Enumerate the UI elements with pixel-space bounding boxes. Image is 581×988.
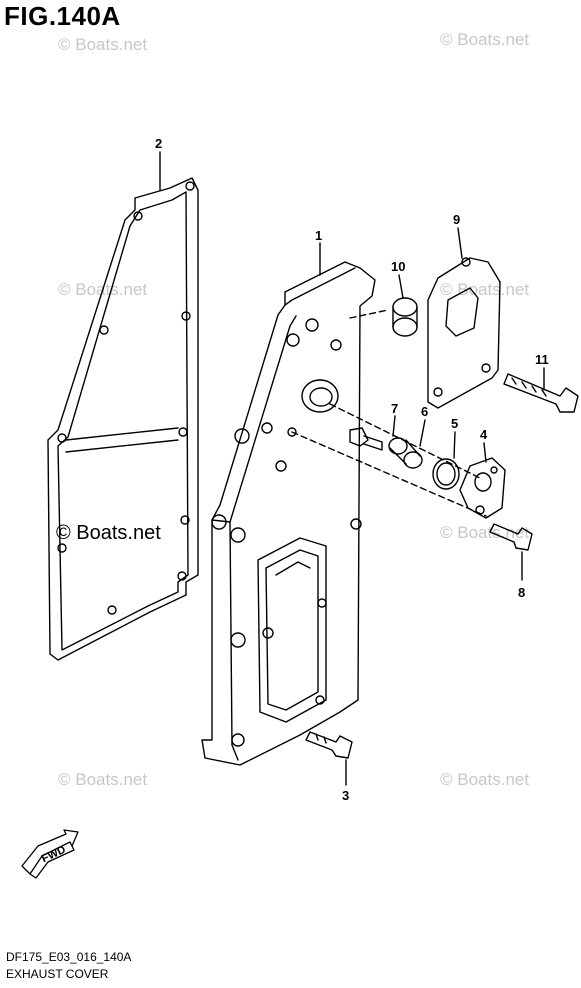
callout-7: 7 bbox=[391, 401, 398, 416]
spacer-part bbox=[388, 437, 423, 469]
o-ring-part bbox=[432, 458, 460, 490]
figure-code: DF175_E03_016_140A bbox=[6, 950, 132, 964]
leader-6 bbox=[419, 419, 426, 447]
callout-3: 3 bbox=[342, 788, 349, 803]
watermark-dark: © Boats.net bbox=[56, 522, 161, 544]
collar-part bbox=[392, 297, 418, 337]
callout-2: 2 bbox=[155, 136, 162, 151]
callout-11: 11 bbox=[535, 352, 549, 367]
leader-7 bbox=[392, 415, 396, 437]
watermark: © Boats.net bbox=[58, 35, 148, 54]
bolt-8-part bbox=[489, 523, 533, 551]
bracket-plate-part bbox=[427, 257, 501, 409]
callout-9: 9 bbox=[453, 212, 460, 227]
exhaust-cover-part bbox=[201, 261, 376, 766]
callout-8: 8 bbox=[518, 585, 525, 600]
bolt-3-part bbox=[305, 731, 353, 759]
watermark: © Boats.net bbox=[440, 523, 530, 542]
gasket-part bbox=[47, 177, 199, 661]
leader-10 bbox=[398, 274, 404, 299]
figure-title: FIG.140A bbox=[4, 1, 121, 31]
fwd-arrow-icon: FWD bbox=[21, 829, 79, 879]
flange-part bbox=[459, 457, 506, 519]
watermark: © Boats.net bbox=[440, 280, 530, 299]
bolt-7-part bbox=[349, 427, 383, 451]
leader-9 bbox=[457, 227, 463, 259]
figure-name: EXHAUST COVER bbox=[6, 967, 109, 981]
watermark: © Boats.net bbox=[58, 770, 148, 789]
bolt-11-part bbox=[503, 373, 579, 413]
callout-1: 1 bbox=[315, 228, 322, 243]
watermark: © Boats.net bbox=[440, 30, 530, 49]
callout-4: 4 bbox=[480, 427, 488, 442]
leader-4 bbox=[483, 442, 487, 463]
callout-5: 5 bbox=[451, 416, 458, 431]
callout-6: 6 bbox=[421, 404, 428, 419]
leader-5 bbox=[453, 431, 456, 459]
watermark: © Boats.net bbox=[440, 770, 530, 789]
callout-10: 10 bbox=[391, 259, 405, 274]
